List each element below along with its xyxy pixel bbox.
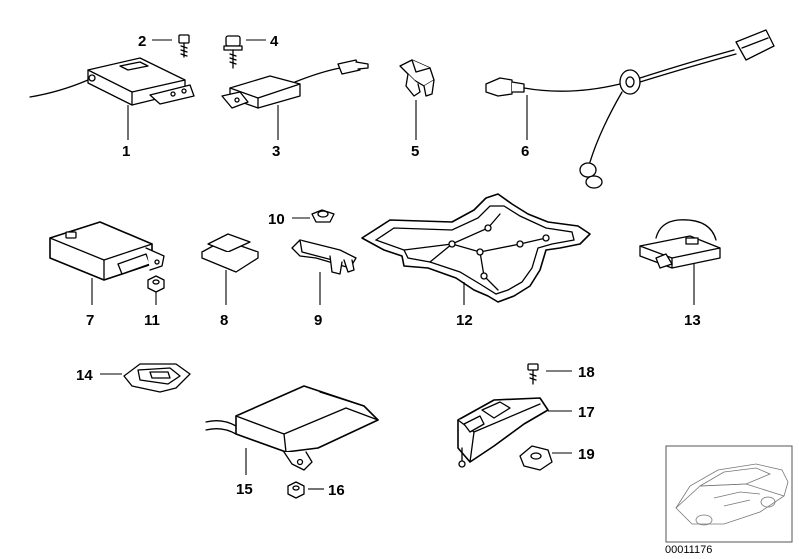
part-11-nut[interactable] — [147, 275, 165, 293]
car-outline-icon — [675, 463, 789, 526]
part-3-sensor[interactable] — [221, 59, 369, 109]
part-6-cable-harness[interactable] — [485, 29, 775, 189]
document-id: 00011176 — [665, 544, 712, 556]
label-1: 1 — [122, 143, 130, 160]
part-12-sensor-mat[interactable] — [361, 193, 591, 303]
label-8: 8 — [220, 312, 228, 329]
label-13: 13 — [684, 312, 701, 329]
part-14-clip[interactable] — [123, 363, 191, 393]
part-7-control-box[interactable] — [49, 221, 165, 281]
label-12: 12 — [456, 312, 473, 329]
label-6: 6 — [521, 143, 529, 160]
label-4: 4 — [270, 33, 279, 50]
part-4-bolt[interactable] — [223, 35, 243, 69]
label-2: 2 — [138, 33, 146, 50]
part-10-small-clip[interactable] — [311, 209, 335, 223]
label-19: 19 — [578, 446, 595, 463]
label-14: 14 — [76, 367, 93, 384]
part-13-sensor-module[interactable] — [639, 219, 721, 269]
label-16: 16 — [328, 482, 345, 499]
part-19-clip-nut[interactable] — [519, 445, 553, 471]
label-7: 7 — [86, 312, 94, 329]
part-8-bracket-plate[interactable] — [201, 233, 259, 273]
part-2-screw[interactable] — [178, 34, 190, 58]
part-18-screw[interactable] — [527, 363, 539, 385]
label-3: 3 — [272, 143, 280, 160]
label-11: 11 — [144, 312, 160, 329]
part-5-clip[interactable] — [399, 59, 435, 97]
label-5: 5 — [411, 143, 419, 160]
car-inset — [665, 445, 793, 543]
label-10: 10 — [268, 211, 285, 228]
label-15: 15 — [236, 481, 253, 498]
part-17-sensor-unit[interactable] — [457, 397, 549, 468]
part-1-control-unit[interactable] — [29, 57, 195, 106]
part-9-holder-bracket[interactable] — [291, 239, 357, 275]
label-17: 17 — [578, 404, 595, 421]
part-16-nut[interactable] — [287, 481, 305, 499]
label-18: 18 — [578, 364, 595, 381]
part-15-airbag-control-unit[interactable] — [205, 385, 379, 471]
label-9: 9 — [314, 312, 322, 329]
